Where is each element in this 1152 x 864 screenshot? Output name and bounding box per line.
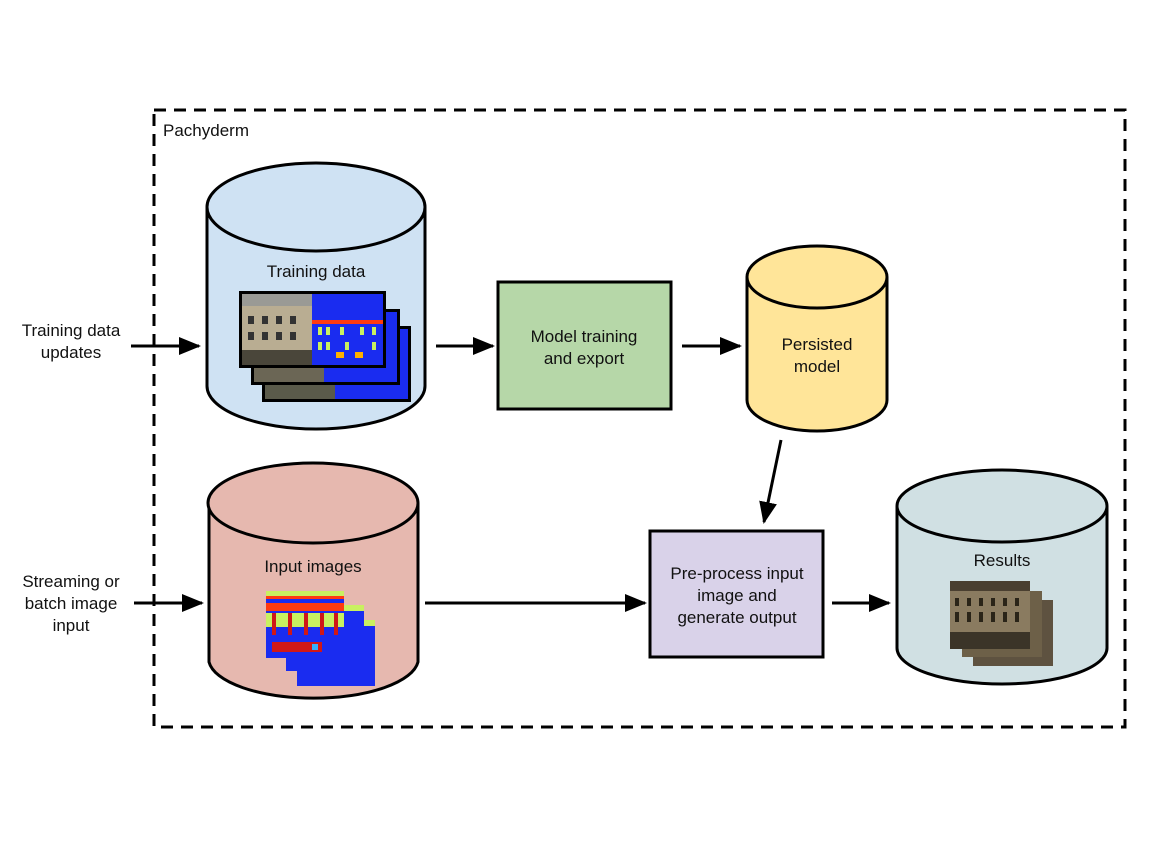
svg-text:Pre-process input: Pre-process input	[670, 564, 804, 583]
results-thumbnail	[950, 581, 1053, 666]
svg-text:model: model	[794, 357, 840, 376]
svg-text:Results: Results	[974, 551, 1031, 570]
svg-text:generate output: generate output	[677, 608, 796, 627]
input-images-store: Input images	[206, 461, 420, 700]
svg-text:Persisted: Persisted	[782, 335, 853, 354]
svg-text:image and: image and	[697, 586, 776, 605]
svg-text:batch image: batch image	[25, 594, 118, 613]
pachyderm-container	[152, 108, 1127, 729]
svg-text:Model training: Model training	[531, 327, 638, 346]
streaming-input-label: Streaming or batch image input	[22, 572, 120, 635]
persisted-model-store: Persisted model	[745, 244, 889, 433]
svg-text:Input images: Input images	[264, 557, 361, 576]
svg-text:Training data: Training data	[267, 262, 366, 281]
input-images-thumbnail	[266, 591, 375, 686]
svg-text:updates: updates	[41, 343, 102, 362]
arrow-persisted-to-preprocess	[759, 439, 783, 524]
training-data-store: Training data	[205, 161, 427, 431]
svg-text:input: input	[53, 616, 90, 635]
model-training-step: Model training and export	[496, 280, 673, 411]
container-label: Pachyderm	[163, 121, 249, 140]
preprocess-step: Pre-process input image and generate out…	[648, 529, 825, 659]
svg-text:and export: and export	[544, 349, 625, 368]
results-store: Results	[895, 468, 1109, 686]
training-images-thumbnail	[239, 291, 411, 402]
training-updates-label: Training data updates	[22, 321, 121, 362]
svg-text:Streaming or: Streaming or	[22, 572, 120, 591]
svg-text:Training data: Training data	[22, 321, 121, 340]
